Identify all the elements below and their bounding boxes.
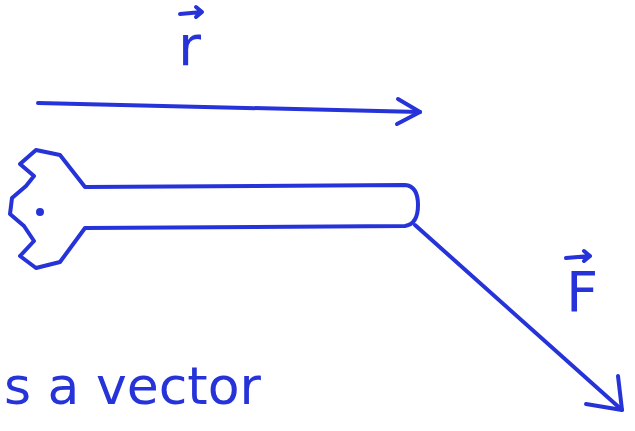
- arrow-head: [586, 376, 622, 410]
- wrench-dot: [38, 210, 42, 214]
- wrench-outline: [10, 150, 418, 268]
- vector-label: r: [178, 18, 201, 74]
- force-arrow: [415, 225, 622, 410]
- note-text: s a vector: [4, 360, 261, 412]
- vector-mark: [566, 251, 590, 261]
- arrow-head: [397, 99, 420, 124]
- position-arrow: [38, 103, 420, 112]
- vector-label: F: [566, 264, 598, 320]
- vector-mark: [180, 7, 202, 17]
